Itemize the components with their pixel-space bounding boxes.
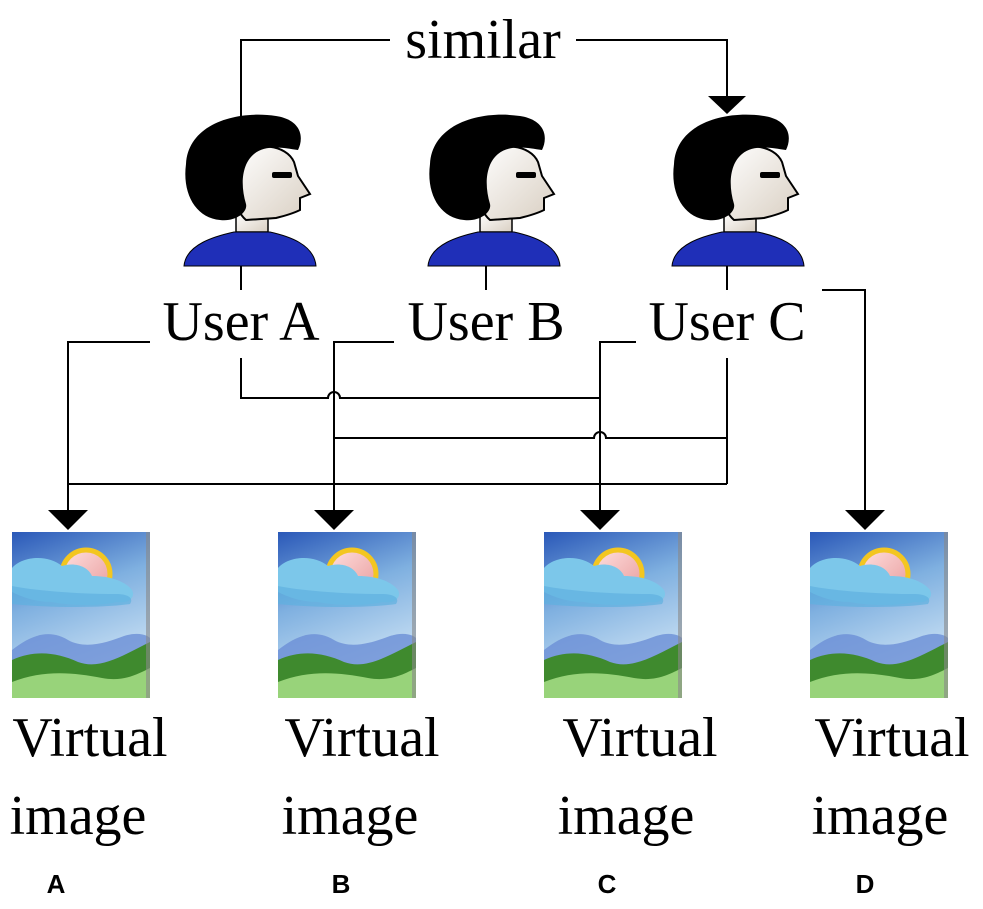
user-b: [427, 113, 561, 267]
arrow-down-icon: [314, 510, 354, 530]
image-d-caption-line1: Virtual: [814, 707, 969, 769]
image-a-caption-line1: Virtual: [12, 707, 167, 769]
connection-wires: [67, 289, 866, 512]
image-a-letter: A: [47, 869, 66, 899]
user-a-label: User A: [162, 291, 320, 353]
arrow-down-icon: [708, 96, 746, 114]
arrow-down-icon: [580, 510, 620, 530]
image-b-caption-line1: Virtual: [284, 707, 439, 769]
virtual-image-d: [810, 532, 948, 698]
image-b-letter: B: [332, 869, 351, 899]
image-c-caption-line2: image: [558, 785, 695, 847]
image-d-letter: D: [856, 869, 875, 899]
user-a: [183, 113, 317, 267]
virtual-image-a: [12, 532, 150, 698]
similar-connector: [240, 39, 746, 116]
user-b-label: User B: [407, 291, 564, 353]
picture-icon: [12, 532, 150, 698]
image-c-caption-line1: Virtual: [562, 707, 717, 769]
arrow-down-icon: [48, 510, 88, 530]
picture-icon: [278, 532, 416, 698]
person-icon: [427, 113, 561, 267]
arrow-down-icon: [845, 510, 885, 530]
picture-icon: [810, 532, 948, 698]
picture-icon: [544, 532, 682, 698]
virtual-image-b: [278, 532, 416, 698]
user-c-label: User C: [648, 291, 805, 353]
image-d-caption-line2: image: [812, 785, 949, 847]
virtual-image-c: [544, 532, 682, 698]
user-c: [671, 113, 805, 267]
person-icon: [183, 113, 317, 267]
image-b-caption-line2: image: [282, 785, 419, 847]
person-icon: [671, 113, 805, 267]
similar-label: similar: [405, 9, 561, 71]
image-c-letter: C: [598, 869, 617, 899]
image-a-caption-line2: image: [10, 785, 147, 847]
